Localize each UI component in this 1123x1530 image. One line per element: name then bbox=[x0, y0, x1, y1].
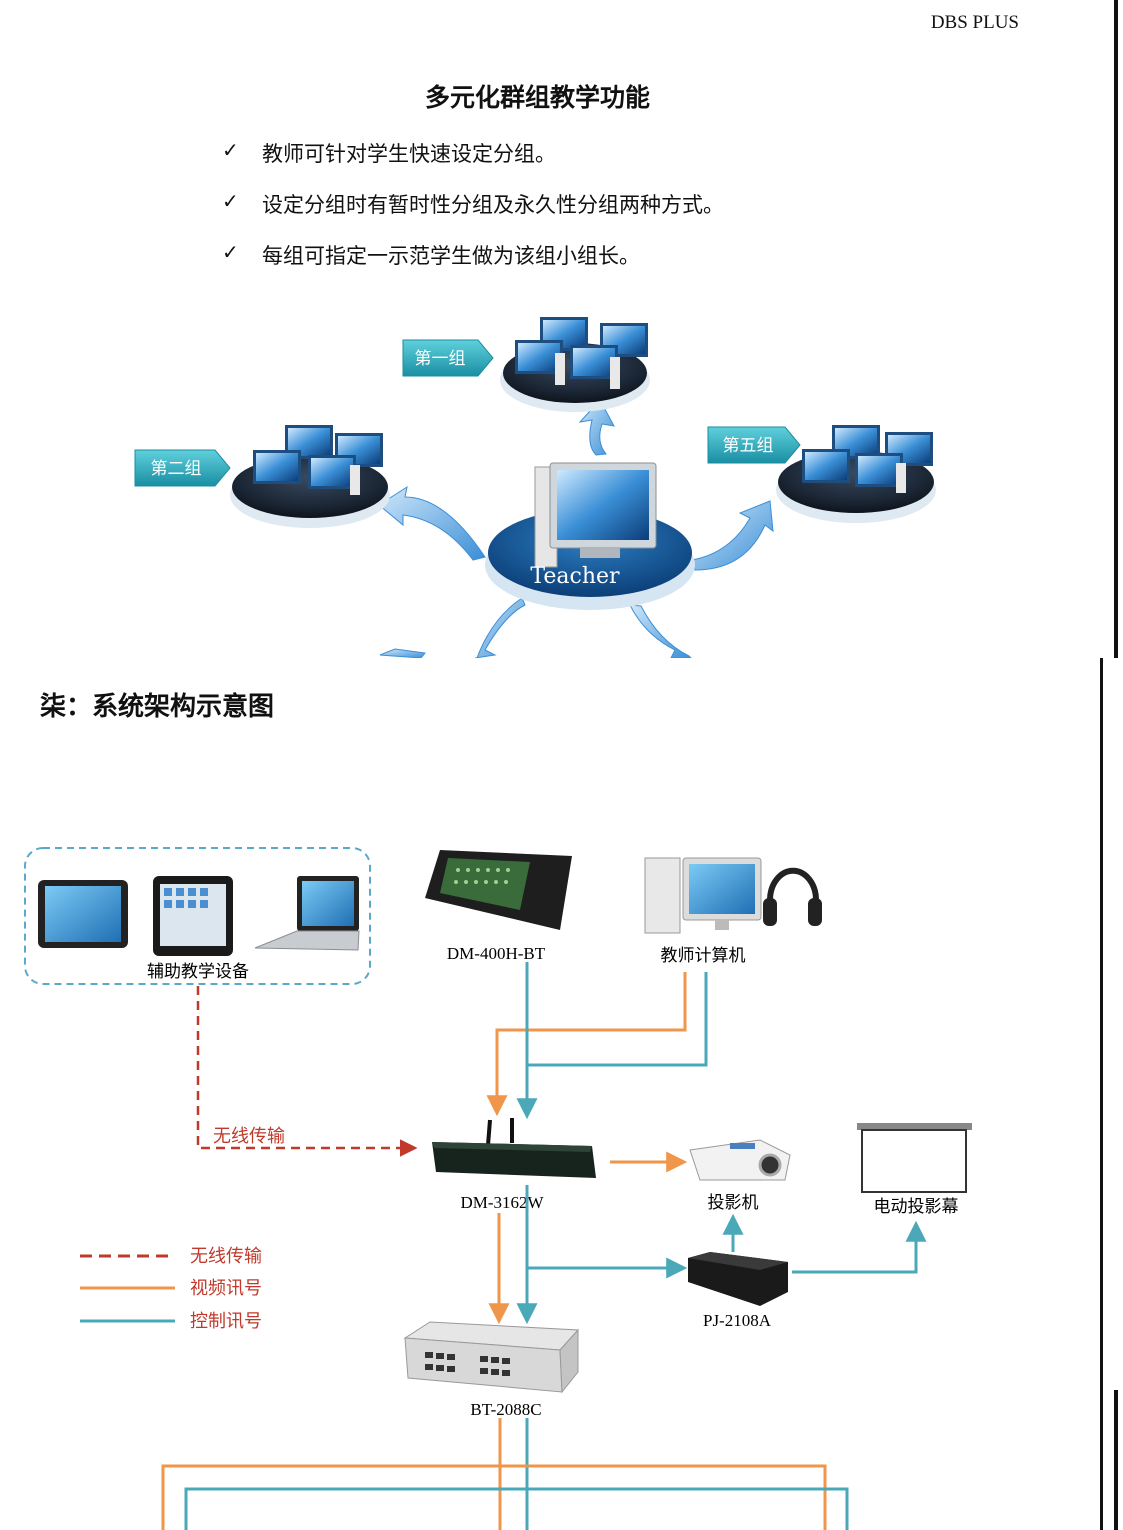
computer-icon bbox=[570, 345, 620, 389]
feature-item: ✓ 教师可针对学生快速设定分组。 bbox=[222, 138, 724, 189]
group-1-cluster bbox=[500, 317, 650, 412]
legend-label: 视频讯号 bbox=[190, 1278, 262, 1298]
wireless-label: 无线传输 bbox=[213, 1126, 285, 1146]
projection-screen-device: 电动投影幕 bbox=[857, 1123, 972, 1216]
aux-devices-group: 辅助教学设备 bbox=[24, 847, 371, 985]
pj-2108a-label: PJ-2108A bbox=[703, 1311, 772, 1330]
bt-2088c-label: BT-2088C bbox=[470, 1400, 541, 1419]
pj-2108a-device: PJ-2108A bbox=[688, 1252, 788, 1330]
arrow-icon bbox=[629, 604, 692, 658]
arrow-icon bbox=[691, 500, 774, 571]
feature-item: ✓ 每组可指定一示范学生做为该组小组长。 bbox=[222, 240, 724, 291]
projector-label: 投影机 bbox=[708, 1193, 759, 1212]
section-title-grouping: 多元化群组教学功能 bbox=[424, 83, 650, 112]
bt-2088c-device: BT-2088C bbox=[403, 1321, 580, 1419]
page-border-right-bottom bbox=[1114, 1390, 1118, 1530]
screen-label: 电动投影幕 bbox=[874, 1197, 959, 1216]
legend-label: 无线传输 bbox=[190, 1246, 262, 1266]
teacher-label: Teacher bbox=[530, 564, 620, 589]
section-title-architecture: 柒：系统架构示意图 bbox=[40, 692, 275, 722]
group-2-cluster bbox=[230, 425, 390, 528]
page-border-right-lower bbox=[1100, 658, 1103, 1530]
arrow-icon bbox=[474, 597, 526, 658]
projector-device: 投影机 bbox=[689, 1139, 791, 1212]
group-teaching-diagram: 第一组 第二组 第五组 Teacher bbox=[134, 317, 936, 658]
dm-3162w-device: DM-3162W bbox=[432, 1118, 596, 1212]
system-architecture-diagram: 辅助教学设备 DM-400H-BT 教师计算机 无线传输 DM-3162W bbox=[24, 847, 972, 1530]
laptop-icon bbox=[254, 876, 360, 951]
control-signal-line bbox=[184, 1487, 849, 1530]
monitor-icon bbox=[557, 470, 649, 540]
feature-text: 教师可针对学生快速设定分组。 bbox=[262, 142, 556, 166]
teacher-pc-label: 教师计算机 bbox=[661, 946, 746, 965]
group-label: 第一组 bbox=[415, 349, 466, 369]
group-2-ribbon: 第二组 bbox=[134, 449, 231, 487]
teacher-cluster: Teacher bbox=[485, 462, 695, 610]
ipad-icon bbox=[153, 876, 233, 956]
teacher-pc-device: 教师计算机 bbox=[644, 857, 822, 965]
group-label: 第五组 bbox=[723, 436, 774, 456]
monitor-icon bbox=[689, 864, 755, 914]
control-signal-line bbox=[525, 1185, 688, 1279]
arrow-icon bbox=[379, 648, 426, 658]
dm-3162w-label: DM-3162W bbox=[460, 1193, 544, 1212]
checkmark-icon: ✓ bbox=[222, 138, 239, 162]
computer-icon bbox=[515, 340, 565, 385]
control-signal-line bbox=[527, 972, 708, 1067]
video-signal-line bbox=[161, 1464, 827, 1530]
feature-text: 设定分组时有暂时性分组及永久性分组两种方式。 bbox=[262, 193, 724, 217]
group-5-cluster bbox=[776, 425, 936, 523]
arrows bbox=[378, 399, 774, 658]
group-1-ribbon: 第一组 bbox=[402, 339, 494, 377]
dm-400h-bt-device: DM-400H-BT bbox=[425, 850, 572, 963]
computer-icon bbox=[858, 456, 900, 484]
arrow-icon bbox=[578, 399, 615, 456]
tablet-icon bbox=[38, 880, 128, 948]
legend-label: 控制讯号 bbox=[190, 1311, 262, 1331]
header-brand: DBS PLUS bbox=[930, 12, 1019, 33]
legend: 无线传输 视频讯号 控制讯号 bbox=[80, 1246, 262, 1331]
checkmark-icon: ✓ bbox=[222, 240, 239, 264]
feature-item: ✓ 设定分组时有暂时性分组及永久性分组两种方式。 bbox=[222, 189, 724, 240]
group-5-ribbon: 第五组 bbox=[707, 426, 801, 464]
page-border-right bbox=[1114, 0, 1118, 658]
group-label: 第二组 bbox=[151, 459, 202, 479]
wireless-line bbox=[196, 986, 418, 1157]
video-signal-line bbox=[486, 972, 687, 1117]
computer-icon bbox=[805, 452, 847, 480]
control-signal-line bbox=[792, 1220, 927, 1274]
checkmark-icon: ✓ bbox=[222, 189, 239, 213]
aux-devices-label: 辅助教学设备 bbox=[147, 962, 249, 981]
computer-icon bbox=[256, 453, 298, 481]
feature-text: 每组可指定一示范学生做为该组小组长。 bbox=[262, 244, 640, 268]
headset-icon bbox=[767, 867, 819, 901]
computer-icon bbox=[311, 458, 353, 486]
dm-400h-bt-label: DM-400H-BT bbox=[447, 944, 546, 963]
arrow-icon bbox=[378, 485, 486, 561]
feature-list: ✓教师可针对学生快速设定分组。 ✓设定分组时有暂时性分组及永久性分组两种方式。 … bbox=[222, 138, 724, 291]
